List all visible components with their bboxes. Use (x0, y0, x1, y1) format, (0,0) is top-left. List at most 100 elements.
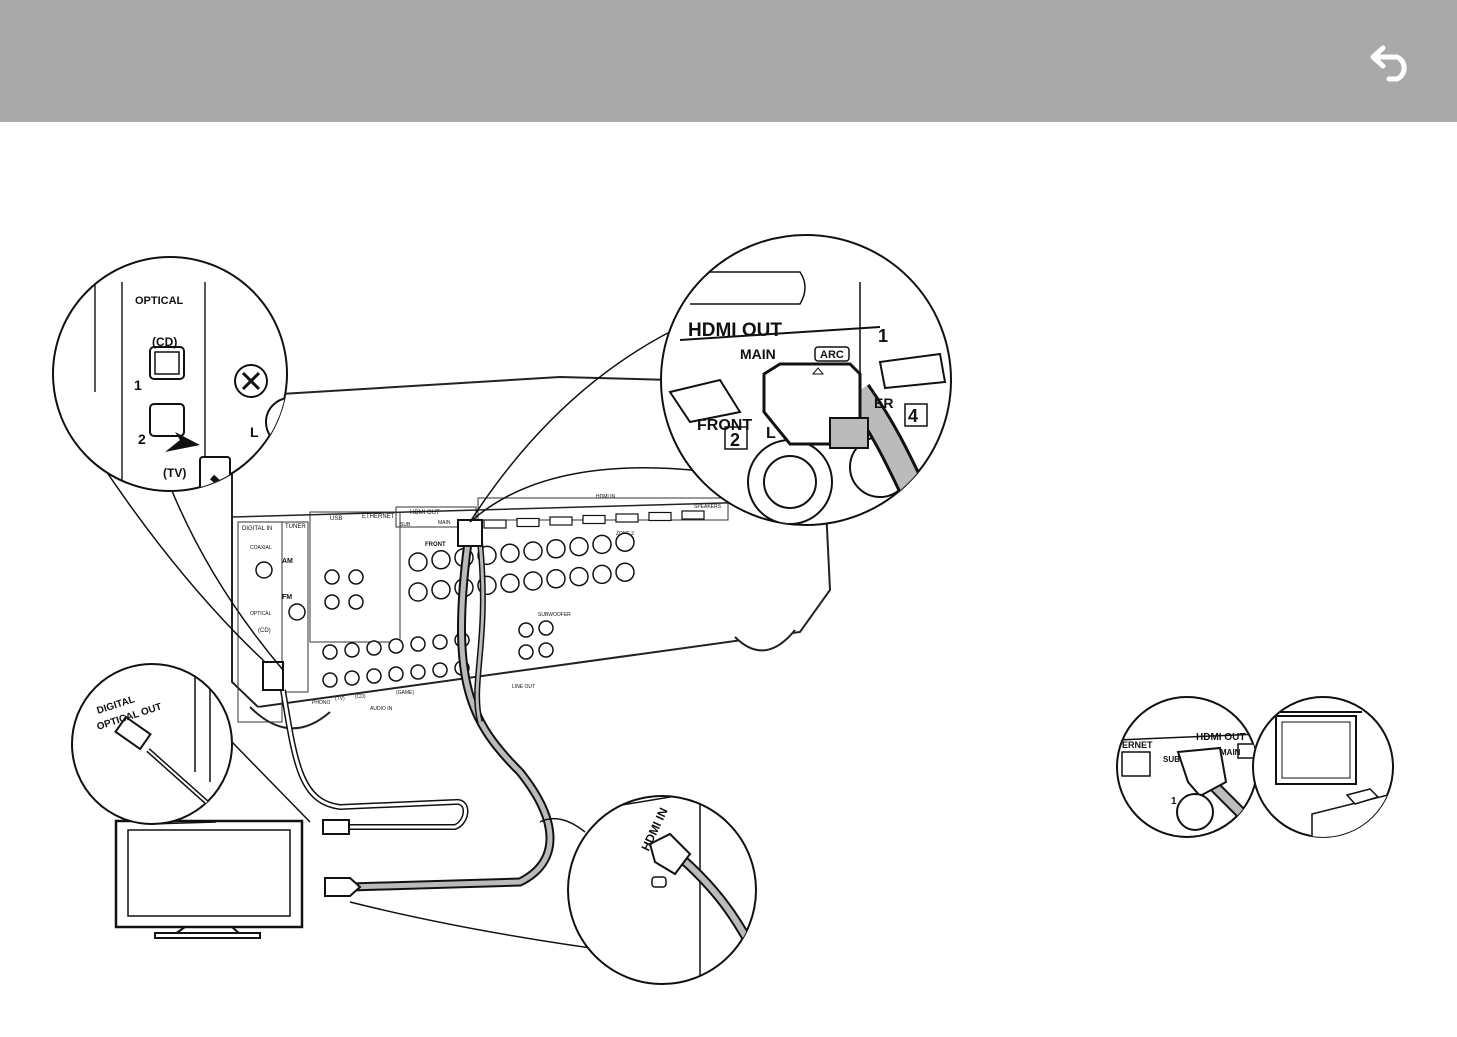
rca-jack (348, 569, 364, 585)
rca-jack (432, 662, 448, 678)
rca-jack (432, 634, 448, 650)
rca-jack (388, 638, 404, 654)
hdmi-out-title: HDMI OUT (688, 320, 782, 341)
rca-jack (410, 636, 426, 652)
rca-jack (410, 664, 426, 680)
projector-inset-screen (1252, 696, 1394, 838)
panel-game: (GAME) (396, 690, 414, 696)
header-bar (0, 0, 1457, 122)
tv-optical-inset: DIGITAL OPTICAL OUT (71, 663, 233, 825)
panel-cd: (CD) (258, 628, 271, 634)
rca-jack (615, 562, 635, 582)
return-arrow-icon[interactable] (1369, 38, 1419, 82)
panel-front: FRONT (425, 542, 446, 548)
panel-fm: FM (282, 594, 292, 601)
rca-jack (569, 566, 589, 587)
rca-jack (546, 539, 566, 559)
rca-jack (523, 541, 543, 561)
rca-jack (500, 573, 520, 593)
tv-hdmi-inset: HDMI IN (567, 795, 757, 985)
rca-jack (431, 550, 451, 570)
connection-diagram: DIGITAL IN COAXIAL OPTICAL (CD) TUNER AM… (0, 122, 1457, 1032)
hdmi-port (549, 516, 573, 526)
optical-cd-label: (CD) (152, 335, 177, 349)
rca-jack (322, 672, 338, 688)
rca-jack (324, 594, 340, 610)
hdmi-port (582, 514, 606, 525)
proj-num-1: 1 (1171, 796, 1177, 807)
optical-port-1: 1 (134, 377, 142, 393)
er-label: ER (874, 395, 893, 411)
panel-phono: PHONO (312, 700, 330, 706)
optical-ch-l: L (250, 424, 259, 440)
panel-audio-in: AUDIO IN (370, 706, 393, 712)
optical-title: OPTICAL (135, 295, 184, 307)
rca-jack (569, 536, 589, 557)
rca-jack (288, 603, 306, 621)
optical-plug-icon (322, 819, 350, 835)
front-num: 2 (730, 430, 740, 450)
panel-am: AM (282, 558, 293, 565)
optical-tv-label: (TV) (163, 466, 186, 480)
rca-jack (366, 640, 382, 656)
panel-digital-in: DIGITAL IN (242, 526, 272, 532)
rca-jack (408, 582, 428, 602)
hdmi-port (615, 513, 639, 523)
hdmi-port (516, 517, 540, 528)
rca-jack (344, 642, 360, 658)
rca-jack (518, 644, 534, 660)
rca-jack (523, 571, 543, 591)
hdmi-plug-icon (324, 877, 362, 897)
rca-jack (322, 644, 338, 660)
hdmi-port (483, 519, 507, 529)
proj-ethernet-label: ERNET (1122, 740, 1153, 750)
rca-jack (348, 594, 364, 610)
hdmi-main-label: MAIN (740, 346, 776, 362)
rca-jack (592, 534, 612, 555)
projector-inset-receiver: ERNET HDMI OUT SUB MAIN 1 (1116, 696, 1258, 838)
hdmi-in-ports (483, 510, 705, 529)
rca-jack (324, 569, 340, 585)
panel-subwoofer: SUBWOOFER (538, 612, 571, 618)
rca-jack (546, 569, 566, 589)
panel-speakers: SPEAKERS (694, 504, 722, 510)
panel-hdmi-in: HDMI IN (596, 494, 616, 500)
front-ch-l: L (766, 425, 776, 442)
rca-jack (615, 532, 635, 552)
panel-ethernet: ETHERNET (362, 514, 395, 520)
rca-jack (518, 622, 534, 638)
rca-jack (255, 561, 273, 579)
cables (262, 519, 555, 897)
hdmi-port (681, 510, 705, 520)
tv-icon (114, 819, 304, 939)
panel-tv: (TV) (335, 696, 345, 702)
panel-sub: SUB (400, 522, 411, 528)
rca-jack (344, 670, 360, 686)
rca-jack (538, 642, 554, 658)
panel-usb: USB (330, 516, 342, 522)
panel-cd2: (CD) (355, 694, 366, 700)
hdmi-in-1: 1 (878, 326, 888, 346)
rca-jack (388, 666, 404, 682)
front-label: FRONT (697, 417, 752, 434)
panel-optical: OPTICAL (250, 611, 272, 617)
arc-badge: ARC (820, 349, 844, 361)
projector-icon (1345, 788, 1380, 805)
hdmi-port (648, 511, 672, 522)
rca-jack (500, 543, 520, 563)
rca-jack (592, 564, 612, 585)
rca-jack (431, 580, 451, 600)
panel-coaxial: COAXIAL (250, 545, 272, 551)
rca-jack (408, 552, 428, 572)
panel-main: MAIN (438, 520, 451, 526)
rca-jack (538, 620, 554, 636)
proj-main-label: MAIN (1220, 748, 1241, 757)
rca-jack (366, 668, 382, 684)
panel-line-out: LINE OUT (512, 684, 535, 690)
num-4: 4 (908, 406, 918, 426)
panel-hdmi-out: HDMI OUT (410, 510, 440, 516)
panel-tuner: TUNER (285, 524, 306, 530)
hdmi-out-inset: HDMI OUT MAIN ARC 1 FRONT 2 L 4 ER (660, 234, 952, 526)
optical-port-2: 2 (138, 431, 146, 447)
proj-sub-label: SUB (1163, 755, 1180, 764)
